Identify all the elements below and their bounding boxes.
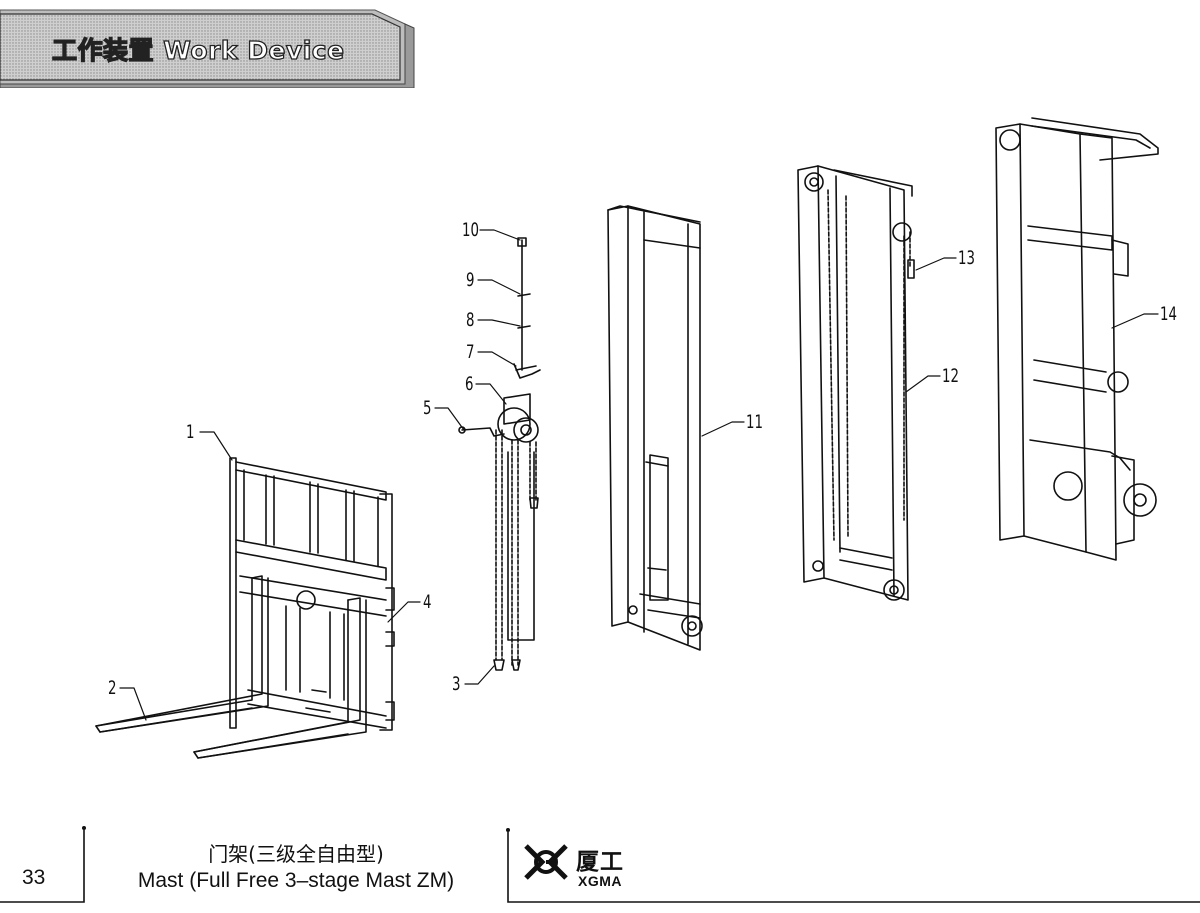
- callout-13: 13: [958, 247, 975, 269]
- callout-6: 6: [465, 373, 474, 395]
- callout-7: 7: [466, 341, 475, 363]
- section-title: 工作装置 Work Device: [51, 35, 345, 65]
- leader-lines: [119, 229, 1159, 721]
- figure-title-cn: 门架(三级全自由型): [208, 842, 384, 866]
- callout-1: 1: [186, 421, 195, 443]
- xgma-logo-icon: [524, 844, 568, 880]
- chain-pulley-assembly: [458, 237, 541, 671]
- outer-mast: [995, 117, 1159, 561]
- header-banner: [0, 9, 415, 88]
- fork-carriage-assembly: [95, 457, 395, 759]
- callout-2: 2: [108, 677, 117, 699]
- intermediate-mast: [797, 165, 915, 601]
- callout-8: 8: [466, 309, 475, 331]
- callout-4: 4: [423, 591, 432, 613]
- brand-name-cn: 厦工: [576, 849, 624, 875]
- inner-mast: [607, 205, 703, 651]
- callout-12: 12: [942, 365, 959, 387]
- page-number: 33: [22, 866, 46, 889]
- callout-9: 9: [466, 269, 475, 291]
- callout-14: 14: [1160, 303, 1177, 325]
- callout-5: 5: [423, 397, 432, 419]
- brand-name-en: XGMA: [578, 873, 622, 889]
- footer-frame: [0, 826, 1200, 903]
- callout-3: 3: [452, 673, 461, 695]
- callout-10: 10: [462, 219, 479, 241]
- callout-11: 11: [746, 411, 763, 433]
- figure-title-en: Mast (Full Free 3–stage Mast ZM): [137, 869, 455, 892]
